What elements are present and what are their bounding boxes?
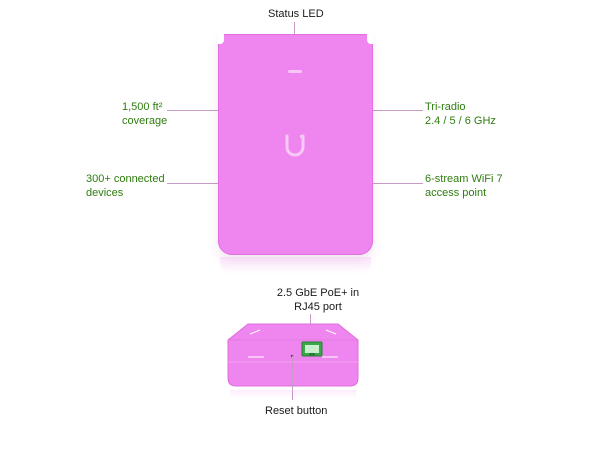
coverage-line1: 1,500 ft² — [122, 101, 163, 113]
tri-radio-line1: Tri-radio — [425, 101, 466, 113]
access-point-front — [218, 34, 373, 255]
devices-line1: 300+ connected — [86, 173, 165, 185]
status-led-text: Status LED — [268, 8, 324, 20]
devices-line2: devices — [86, 187, 124, 199]
status-led-indicator — [288, 70, 302, 73]
mount-notch-right — [367, 34, 373, 44]
reset-text: Reset button — [265, 405, 328, 417]
coverage-label: 1,500 ft² coverage — [122, 100, 167, 128]
coverage-connector — [167, 110, 218, 111]
devices-label: 300+ connected devices — [86, 172, 165, 200]
ubiquiti-u-logo-icon — [285, 134, 305, 157]
tri-radio-connector — [373, 110, 423, 111]
wifi-line1: 6-stream WiFi 7 — [425, 173, 503, 185]
poe-line1: 2.5 GbE PoE+ in — [276, 287, 360, 299]
device-front-reflection — [220, 257, 371, 275]
devices-connector — [167, 183, 218, 184]
reset-label: Reset button — [265, 404, 327, 418]
tri-radio-line2: 2.4 / 5 / 6 GHz — [425, 115, 496, 127]
device-bottom-reflection — [230, 390, 356, 398]
tri-radio-label: Tri-radio 2.4 / 5 / 6 GHz — [425, 100, 496, 128]
reset-connector — [292, 356, 293, 400]
mount-notch-left — [218, 34, 224, 44]
wifi-connector — [373, 183, 423, 184]
poe-label: 2.5 GbE PoE+ in RJ45 port — [272, 286, 364, 314]
status-led-label: Status LED — [268, 7, 324, 21]
wifi-label: 6-stream WiFi 7 access point — [425, 172, 503, 200]
rj45-port-icon — [301, 341, 323, 357]
poe-line2: RJ45 port — [294, 301, 342, 313]
access-point-bottom-view — [227, 323, 359, 387]
coverage-line2: coverage — [122, 115, 168, 127]
wifi-line2: access point — [425, 187, 487, 199]
